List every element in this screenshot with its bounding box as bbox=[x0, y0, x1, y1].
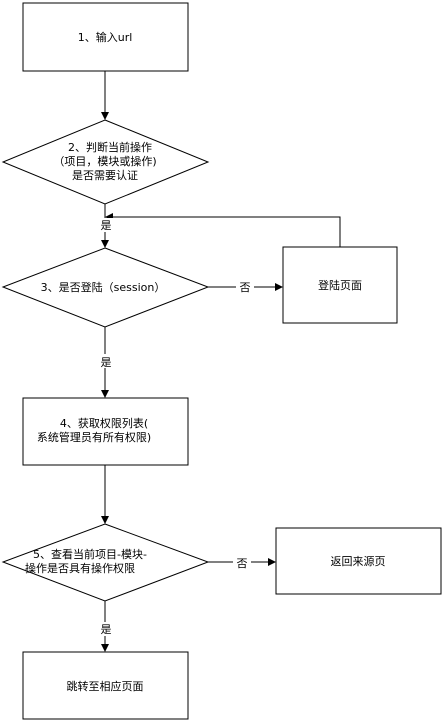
node-step4-line1: 4、获取权限列表( bbox=[60, 416, 148, 430]
edge-label-yes-logged-in: 是 bbox=[101, 356, 112, 369]
node-jump-target-page: 跳转至相应页面 bbox=[22, 651, 189, 720]
node-login-page-label: 登陆页面 bbox=[318, 278, 362, 292]
node-step3-label: 3、是否登陆（session） bbox=[41, 280, 166, 294]
edge-login-back-to-step3 bbox=[105, 213, 341, 247]
edge-labels: 是 否 是 否 是 bbox=[98, 218, 254, 636]
edge-label-yes-permission: 是 bbox=[101, 623, 112, 636]
node-step2-auth-decision: 2、判断当前操作 （项目，模块或操作) 是否需要认证 bbox=[1, 119, 210, 205]
node-login-page: 登陆页面 bbox=[282, 246, 398, 324]
node-step5-line2: 操作是否具有操作权限 bbox=[25, 561, 135, 575]
node-step1-label: 1、输入url bbox=[78, 30, 133, 44]
node-return-page-label: 返回来源页 bbox=[331, 554, 386, 568]
node-step1-input-url: 1、输入url bbox=[22, 2, 189, 72]
node-step2-line1: 2、判断当前操作 bbox=[68, 140, 152, 154]
edge-label-no-permission: 否 bbox=[237, 557, 248, 570]
node-step4-permission-list: 4、获取权限列表( 系统管理员有所有权限) bbox=[22, 397, 189, 466]
node-step2-line3: 是否需要认证 bbox=[72, 169, 138, 182]
edge-label-no-login: 否 bbox=[240, 281, 251, 294]
edge-label-yes-auth: 是 bbox=[101, 219, 112, 232]
node-return-source-page: 返回来源页 bbox=[275, 527, 442, 595]
node-step5-line1: 5、查看当前项目-模块- bbox=[33, 547, 147, 561]
node-step4-line2: 系统管理员有所有权限) bbox=[37, 430, 151, 444]
node-step5-permission-decision: 5、查看当前项目-模块- 操作是否具有操作权限 bbox=[1, 523, 210, 602]
node-jump-page-label: 跳转至相应页面 bbox=[67, 679, 144, 693]
node-step3-login-decision: 3、是否登陆（session） bbox=[1, 247, 210, 328]
node-step2-line2: （项目，模块或操作) bbox=[53, 154, 156, 168]
